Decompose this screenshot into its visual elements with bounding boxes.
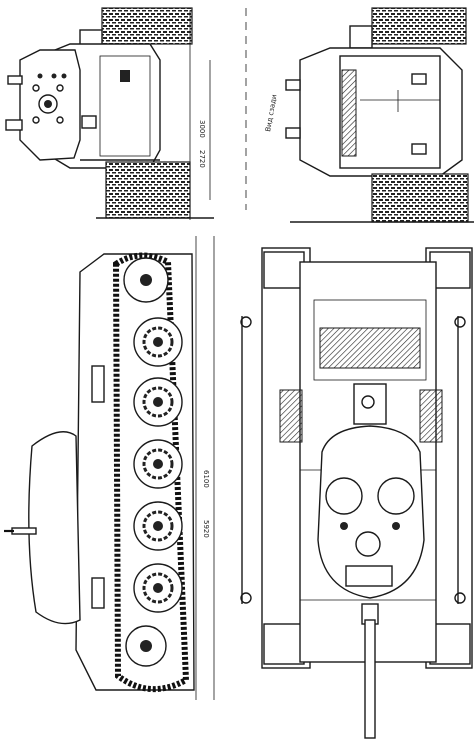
dim-top-1: 3000 [198, 120, 206, 138]
rear-view: Вид сзади [264, 7, 474, 223]
dim-side-2: 5920 [202, 520, 210, 538]
dim-side-1: 6100 [202, 470, 210, 488]
rear-view-note: Вид сзади [264, 94, 278, 132]
front-view: 3000 2720 [5, 7, 214, 220]
side-view: 6100 5920 [4, 236, 215, 700]
top-view [240, 247, 473, 739]
road-wheels [123, 257, 183, 667]
dim-top-2: 2720 [198, 150, 206, 168]
